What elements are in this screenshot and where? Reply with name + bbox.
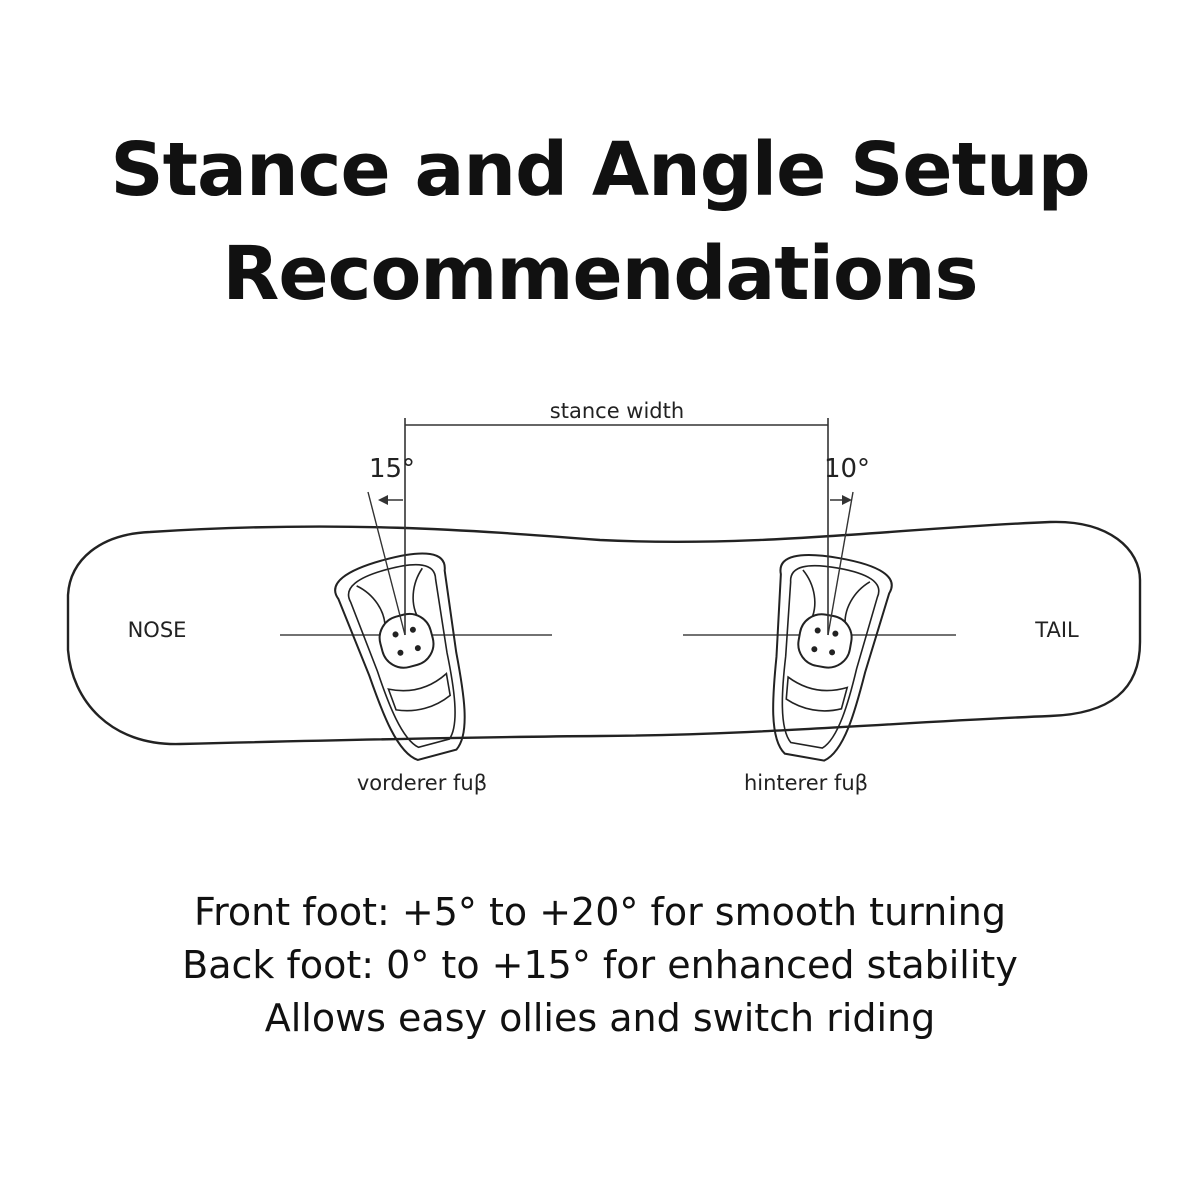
note-benefits: Allows easy ollies and switch riding [264,996,936,1040]
snowboard-outline [66,520,1142,746]
front-angle-ray [367,491,406,636]
note-back-foot: Back foot: 0° to +15° for enhanced stabi… [182,943,1018,987]
title-line-1: Stance and Angle Setup [110,127,1090,213]
recommendation-notes: Front foot: +5° to +20° for smooth turni… [0,886,1200,1045]
back-angle-label: 10° [824,454,870,484]
snowboard-stance-diagram: stance width 15° 10° NOSE TAIL vorderer … [66,399,1142,795]
tail-label: TAIL [1034,618,1079,642]
page-title: Stance and Angle Setup Recommendations [0,118,1200,326]
stance-width-label: stance width [550,399,684,423]
note-front-foot: Front foot: +5° to +20° for smooth turni… [194,890,1006,934]
back-angle-ray [827,491,854,636]
front-angle-label: 15° [369,454,415,484]
title-line-2: Recommendations [222,231,978,317]
back-angle-arrowhead [842,495,852,505]
back-foot-label: hinterer fuβ [744,771,868,795]
nose-label: NOSE [128,618,187,642]
front-foot-label: vorderer fuβ [357,771,487,795]
front-angle-arrowhead [378,495,388,505]
